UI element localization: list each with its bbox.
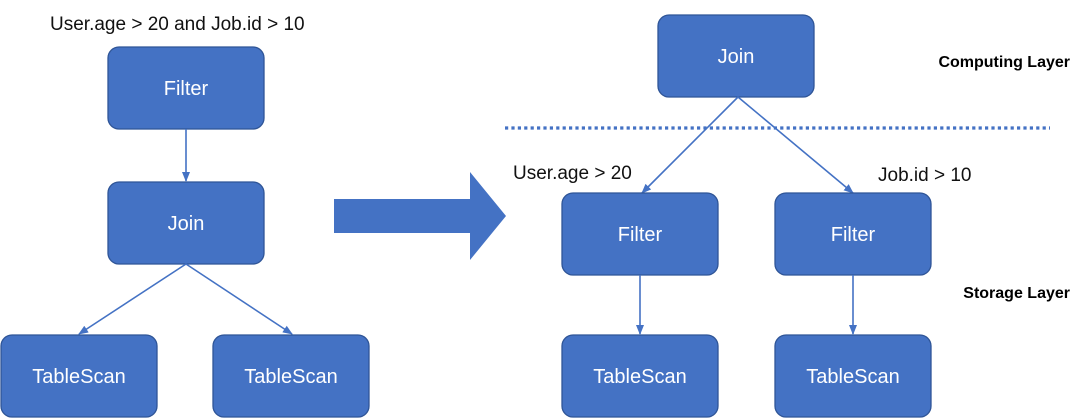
after-filter-left-label: Filter bbox=[618, 224, 663, 246]
before-tablescan-left-node[interactable]: TableScan bbox=[0, 334, 158, 418]
edge-join-to-scan-right bbox=[185, 263, 293, 335]
before-filter-label: Filter bbox=[164, 78, 209, 100]
after-tablescan-right-node[interactable]: TableScan bbox=[774, 334, 932, 418]
after-filter-right-node[interactable]: Filter bbox=[774, 192, 932, 276]
edge-join-to-scan-left bbox=[78, 263, 187, 335]
after-join-label: Join bbox=[718, 46, 755, 68]
before-filter-node[interactable]: Filter bbox=[107, 46, 265, 130]
after-join-node[interactable]: Join bbox=[657, 14, 815, 98]
storage-layer-label: Storage Layer bbox=[963, 285, 1070, 302]
edge-join-to-filter-left bbox=[641, 96, 739, 194]
after-filter-right-label: Filter bbox=[831, 224, 876, 246]
after-left-condition: User.age > 20 bbox=[513, 163, 632, 184]
edge-join-to-filter-right bbox=[737, 96, 854, 194]
before-join-node[interactable]: Join bbox=[107, 181, 265, 265]
before-plan: User.age > 20 and Job.id > 10 Filter Joi… bbox=[0, 14, 370, 418]
before-tablescan-right-node[interactable]: TableScan bbox=[212, 334, 370, 418]
after-right-condition: Job.id > 10 bbox=[878, 165, 972, 186]
after-tablescan-left-label: TableScan bbox=[593, 366, 686, 388]
before-filter-condition: User.age > 20 and Job.id > 10 bbox=[50, 14, 305, 35]
after-tablescan-right-label: TableScan bbox=[806, 366, 899, 388]
before-join-label: Join bbox=[168, 213, 205, 235]
computing-layer-label: Computing Layer bbox=[938, 54, 1070, 71]
before-tablescan-right-label: TableScan bbox=[244, 366, 337, 388]
after-tablescan-left-node[interactable]: TableScan bbox=[561, 334, 719, 418]
before-tablescan-left-label: TableScan bbox=[32, 366, 125, 388]
after-filter-left-node[interactable]: Filter bbox=[561, 192, 719, 276]
after-plan: Computing Layer Storage Layer Join User.… bbox=[505, 14, 1070, 418]
transform-arrow-icon bbox=[334, 172, 506, 260]
